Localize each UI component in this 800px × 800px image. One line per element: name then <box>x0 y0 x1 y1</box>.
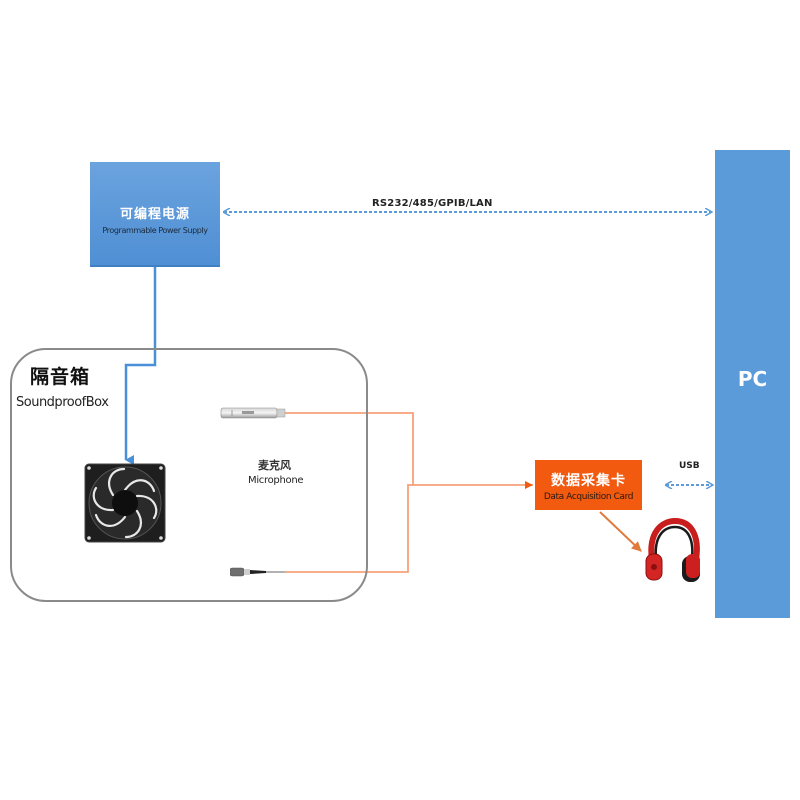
microphone-label-cn: 麦克风 <box>258 459 291 472</box>
edge-daq-headphones <box>599 511 642 552</box>
headphones-icon <box>645 518 700 582</box>
microphone-sensor-icon <box>230 567 285 577</box>
power-supply-label-cn: 可编程电源 <box>119 206 190 222</box>
soundproof-box-label-en: SoundproofBox <box>16 395 109 410</box>
edge-mic1-daq <box>285 412 414 485</box>
fan-icon <box>84 463 166 543</box>
microphone-icon <box>220 407 286 419</box>
power-supply-label-en: Programmable Power Supply <box>102 225 208 235</box>
soundproof-box-label-cn: 隔音箱 <box>30 366 91 388</box>
daq-card-label-en: Data Acquisition Card <box>543 492 634 502</box>
pc-node: PC <box>715 150 790 618</box>
edge-label-usb: USB <box>679 461 700 471</box>
microphone-label-en: Microphone <box>248 475 304 486</box>
power-supply-node: 可编程电源 Programmable Power Supply <box>90 162 220 267</box>
edge-psu-fan <box>124 267 157 465</box>
edge-label-interfaces: RS232/485/GPIB/LAN <box>372 198 493 209</box>
pc-label: PC <box>737 367 768 391</box>
daq-card-label-cn: 数据采集卡 <box>551 473 626 489</box>
daq-card-node: 数据采集卡 Data Acquisition Card <box>535 460 642 510</box>
soundproof-box <box>10 348 368 602</box>
